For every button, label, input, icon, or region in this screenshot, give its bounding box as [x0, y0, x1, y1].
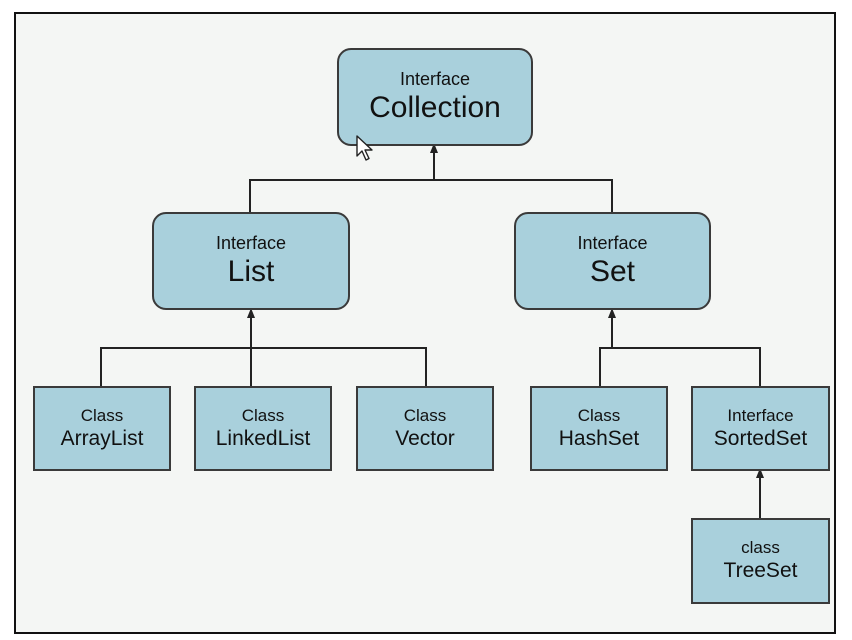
node-kind: Interface — [727, 405, 794, 425]
node-hashset: Class HashSet — [530, 386, 668, 471]
node-name: List — [227, 255, 275, 288]
node-list: Interface List — [152, 212, 350, 310]
node-name: LinkedList — [215, 426, 311, 450]
node-kind: Class — [403, 405, 447, 425]
node-name: HashSet — [558, 426, 640, 450]
node-kind: Class — [241, 405, 285, 425]
node-name: Vector — [395, 426, 455, 450]
node-linkedlist: Class LinkedList — [194, 386, 332, 471]
node-name: TreeSet — [723, 559, 798, 582]
edge-classes-to-list — [100, 347, 427, 386]
mouse-pointer-icon — [356, 135, 373, 161]
node-sortedset: Interface SortedSet — [691, 386, 830, 471]
node-kind: Interface — [399, 69, 471, 89]
node-arraylist: Class ArrayList — [33, 386, 171, 471]
node-kind: class — [741, 538, 780, 557]
node-name: Collection — [369, 91, 501, 124]
node-kind: Interface — [577, 233, 648, 253]
node-name: Set — [589, 255, 636, 288]
node-name: SortedSet — [713, 426, 808, 450]
node-kind: Class — [577, 405, 621, 425]
node-name: ArrayList — [60, 426, 144, 450]
node-kind: Interface — [215, 233, 287, 253]
node-set: Interface Set — [514, 212, 711, 310]
node-collection: Interface Collection — [337, 48, 533, 146]
edge-hashset-sortedset-to-set — [599, 347, 761, 386]
edge-list-set-to-collection — [249, 179, 613, 212]
node-treeset: class TreeSet — [691, 518, 830, 604]
node-kind: Class — [80, 405, 124, 425]
node-vector: Class Vector — [356, 386, 494, 471]
